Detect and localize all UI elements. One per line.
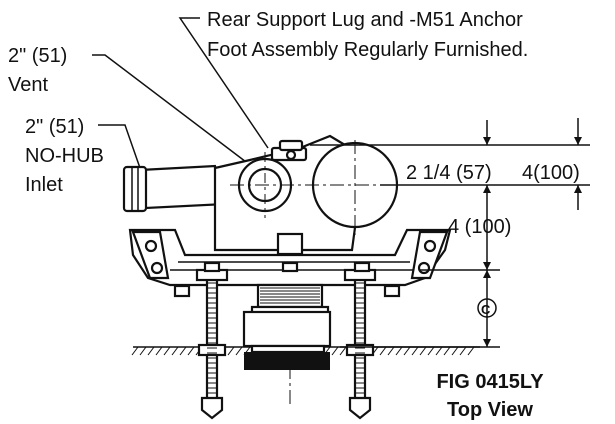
inlet-callout-type: NO-HUB <box>25 145 104 167</box>
inlet-callout-label: Inlet <box>25 174 63 196</box>
dim-offset-small: 2 1/4 (57) <box>406 162 492 184</box>
rear-support-leader <box>178 17 269 149</box>
figure-view-label: Top View <box>447 399 533 421</box>
vent-callout-size: 2" (51) <box>8 45 67 67</box>
anchor-bolt-right <box>343 268 377 420</box>
drain-barrel <box>242 283 332 370</box>
bolt-shaft-right <box>353 268 367 412</box>
no-hub-inlet-cuff <box>122 165 148 213</box>
rear-support-callout-line2: Foot Assembly Regularly Furnished. <box>207 39 528 61</box>
coupling <box>242 310 332 348</box>
gasket-band <box>244 352 330 370</box>
anchor-bolt-left <box>195 268 229 420</box>
dim-offset-large: 4(100) <box>522 162 580 184</box>
leader-lines <box>92 17 269 169</box>
top-nub <box>276 232 304 256</box>
bolt-shaft-left <box>205 268 219 412</box>
rear-support-callout-line1: Rear Support Lug and -M51 Anchor <box>207 9 523 31</box>
vent-callout-label: Vent <box>8 74 48 96</box>
vent-leader <box>92 54 255 169</box>
dim-variable-c: C <box>481 302 491 317</box>
mounting-frame <box>128 228 452 287</box>
inlet-leader <box>98 124 141 169</box>
no-hub-inlet-pipe <box>138 164 228 210</box>
dimension-lines <box>310 118 590 348</box>
dim-height-to-flange: 4 (100) <box>448 216 511 238</box>
flange-bolts <box>173 261 401 298</box>
figure-id: FIG 0415LY <box>436 371 544 393</box>
inlet-callout-size: 2" (51) <box>25 116 84 138</box>
